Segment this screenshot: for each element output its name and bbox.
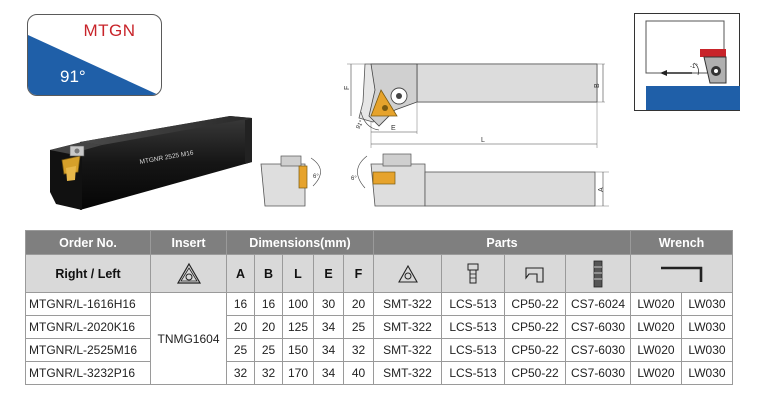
wrench-2-cell: LW030 <box>681 361 733 385</box>
part-clamp-cell: CP50-22 <box>504 361 566 385</box>
hex-wrench-icon <box>660 266 702 282</box>
part-shim-cell: SMT-322 <box>373 315 442 339</box>
wrench-header <box>630 254 733 293</box>
order-number-cell: MTGNR/L-3232P16 <box>25 361 151 385</box>
dim-l-cell: 125 <box>282 315 314 339</box>
insert-model-cell: TNMG1604 <box>150 292 227 385</box>
dim-b-cell: 16 <box>254 292 283 316</box>
top-view-drawing: B F E L 91° <box>344 63 605 148</box>
part-clamp-cell: CP50-22 <box>504 315 566 339</box>
clamp-screw-icon <box>593 260 603 287</box>
part-screw-header <box>441 254 505 293</box>
shim-icon <box>397 264 418 283</box>
dim-l-cell: 100 <box>282 292 314 316</box>
header-dim-a: A <box>226 254 255 293</box>
dim-f-cell: 25 <box>343 315 374 339</box>
rake-angle-label: 6° <box>351 176 357 182</box>
dim-e-label: E <box>391 125 396 132</box>
wrench-2-cell: LW030 <box>681 338 733 362</box>
wrench-1-cell: LW020 <box>630 338 682 362</box>
header-right-left: Right / Left <box>25 254 151 293</box>
dim-a-cell: 32 <box>226 361 255 385</box>
order-number-cell: MTGNR/L-1616H16 <box>25 292 151 316</box>
part-clamp-screw-header <box>565 254 631 293</box>
part-shim-cell: SMT-322 <box>373 292 442 316</box>
part-clamp-screw-cell: CS7-6030 <box>565 315 631 339</box>
dim-e-cell: 34 <box>313 315 344 339</box>
part-clamp-screw-cell: CS7-6024 <box>565 292 631 316</box>
dim-f-cell: 40 <box>343 361 374 385</box>
specification-table: Order No. Insert Dimensions(mm) Parts Wr… <box>25 230 733 385</box>
header-order-no: Order No. <box>25 230 151 255</box>
wrench-1-cell: LW020 <box>630 292 682 316</box>
dim-b-label: B <box>594 83 601 88</box>
operation-diagram: -1° <box>634 13 740 111</box>
header-wrench: Wrench <box>630 230 733 255</box>
dim-l-cell: 170 <box>282 361 314 385</box>
dim-l-cell: 150 <box>282 338 314 362</box>
part-shim-cell: SMT-322 <box>373 338 442 362</box>
dim-a-cell: 20 <box>226 315 255 339</box>
dim-a-cell: 25 <box>226 338 255 362</box>
order-number-cell: MTGNR/L-2020K16 <box>25 315 151 339</box>
badge-background <box>28 35 159 95</box>
op-angle-label: -1° <box>690 64 698 70</box>
main-angle-label: 91° <box>356 119 366 130</box>
header-dimensions: Dimensions(mm) <box>226 230 374 255</box>
header-dim-b: B <box>254 254 283 293</box>
part-clamp-cell: CP50-22 <box>504 292 566 316</box>
dim-f-label: F <box>344 86 351 90</box>
dim-e-cell: 34 <box>313 361 344 385</box>
screw-icon <box>467 263 479 283</box>
tool-type-badge: MTGN 91° <box>27 14 162 96</box>
part-screw-cell: LCS-513 <box>441 361 505 385</box>
side-view-drawing: 6° 6° A <box>260 153 609 207</box>
header-dim-f: F <box>343 254 374 293</box>
badge-code: MTGN <box>83 21 136 40</box>
tool-holder-photo: MTGNR 2525 M16 <box>50 116 252 210</box>
header-insert: Insert <box>150 230 227 255</box>
wrench-2-cell: LW030 <box>681 292 733 316</box>
dim-f-cell: 20 <box>343 292 374 316</box>
header-dim-e: E <box>313 254 344 293</box>
badge-angle: 91° <box>60 67 86 86</box>
part-screw-cell: LCS-513 <box>441 315 505 339</box>
dim-b-cell: 32 <box>254 361 283 385</box>
dim-a-cell: 16 <box>226 292 255 316</box>
part-shim-header <box>373 254 442 293</box>
part-screw-cell: LCS-513 <box>441 292 505 316</box>
dim-b-cell: 20 <box>254 315 283 339</box>
wrench-1-cell: LW020 <box>630 315 682 339</box>
part-clamp-screw-cell: CS7-6030 <box>565 361 631 385</box>
clamp-icon <box>525 266 544 283</box>
insert-shape-cell <box>150 254 227 293</box>
triangle-insert-icon <box>176 262 201 284</box>
dim-e-cell: 30 <box>313 292 344 316</box>
part-clamp-header <box>504 254 566 293</box>
wrench-2-cell: LW030 <box>681 315 733 339</box>
dim-b-cell: 25 <box>254 338 283 362</box>
dim-a-label: A <box>598 187 605 192</box>
dim-e-cell: 34 <box>313 338 344 362</box>
header-parts: Parts <box>373 230 631 255</box>
clearance-angle-label: 6° <box>313 174 319 180</box>
part-shim-cell: SMT-322 <box>373 361 442 385</box>
order-number-cell: MTGNR/L-2525M16 <box>25 338 151 362</box>
part-clamp-screw-cell: CS7-6030 <box>565 338 631 362</box>
dim-f-cell: 32 <box>343 338 374 362</box>
part-clamp-cell: CP50-22 <box>504 338 566 362</box>
part-screw-cell: LCS-513 <box>441 338 505 362</box>
header-dim-l: L <box>282 254 314 293</box>
wrench-1-cell: LW020 <box>630 361 682 385</box>
dim-l-label: L <box>481 137 485 144</box>
